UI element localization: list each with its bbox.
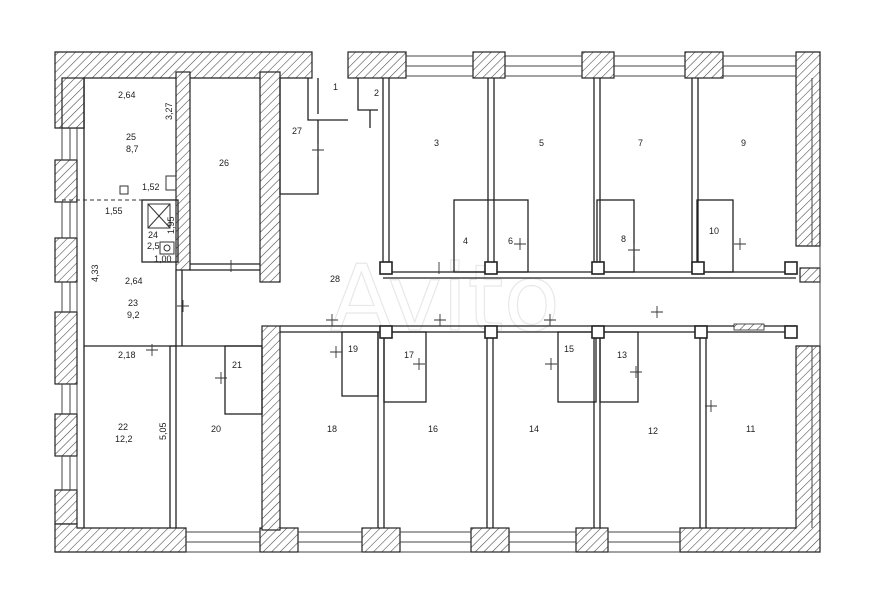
- room-12-label: 12: [648, 426, 658, 436]
- dim-505: 5,05: [158, 422, 168, 440]
- room-27-label: 27: [292, 126, 302, 136]
- cross-marks: [146, 144, 746, 412]
- dim-100: 1,00: [154, 254, 172, 264]
- dim-218: 2,18: [118, 350, 136, 360]
- windows: [61, 55, 821, 553]
- dim-top-width: 2,64: [118, 90, 136, 100]
- room-26-label: 26: [219, 158, 229, 168]
- columns: [379, 261, 798, 339]
- dim-433: 4,33: [90, 264, 100, 282]
- room-25-label: 25: [126, 132, 136, 142]
- room-18-label: 18: [327, 424, 337, 434]
- stair-strip: [733, 323, 765, 331]
- room-25-area: 8,7: [126, 144, 139, 154]
- dimension-labels: 2,64 3,27 1,52 1,55 1,95 1,00 2,64 4,33 …: [90, 90, 176, 440]
- room-1-label: 1: [333, 82, 338, 92]
- watermark: Avito: [330, 245, 560, 352]
- room-14-label: 14: [529, 424, 539, 434]
- room-24-label: 24: [148, 230, 158, 240]
- room-labels: 1 2 3 4 5 6 7 8 9 10 11 12 13 14 15 16 1…: [115, 82, 755, 444]
- dim-mid-width: 2,64: [125, 276, 143, 286]
- room-9-label: 9: [741, 138, 746, 148]
- room-20-label: 20: [211, 424, 221, 434]
- room-8-label: 8: [621, 234, 626, 244]
- room-7-label: 7: [638, 138, 643, 148]
- room-28-label: 28: [330, 274, 340, 284]
- room-23-label: 23: [128, 298, 138, 308]
- room-3-label: 3: [434, 138, 439, 148]
- dim-152: 1,52: [142, 182, 160, 192]
- room-17-label: 17: [404, 350, 414, 360]
- room-21-label: 21: [232, 360, 242, 370]
- dim-155: 1,55: [105, 206, 123, 216]
- room-13-label: 13: [617, 350, 627, 360]
- room-4-label: 4: [463, 236, 468, 246]
- room-19-label: 19: [348, 344, 358, 354]
- room-16-label: 16: [428, 424, 438, 434]
- dim-195: 1,95: [166, 216, 176, 234]
- room-24-area: 2,5: [147, 241, 160, 251]
- dim-top-height: 3,27: [164, 102, 174, 120]
- room-22-area: 12,2: [115, 434, 133, 444]
- interior-walls: [83, 78, 796, 528]
- bathroom-fixtures: [119, 175, 177, 255]
- room-23-area: 9,2: [127, 310, 140, 320]
- room-10-label: 10: [709, 226, 719, 236]
- room-2-label: 2: [374, 88, 379, 98]
- room-22-label: 22: [118, 422, 128, 432]
- room-6-label: 6: [508, 236, 513, 246]
- outer-walls: [54, 51, 821, 553]
- room-11-label: 11: [746, 424, 755, 434]
- room-15-label: 15: [564, 344, 574, 354]
- room-5-label: 5: [539, 138, 544, 148]
